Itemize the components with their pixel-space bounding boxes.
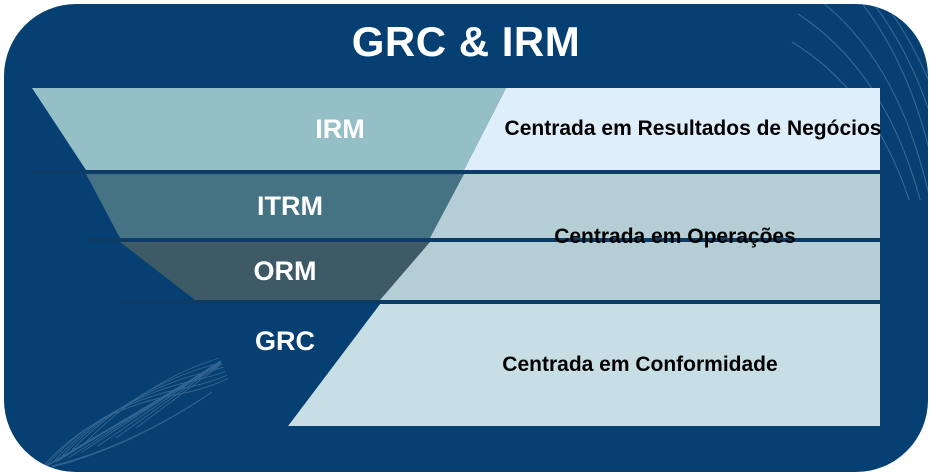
divider-itrm-orm xyxy=(86,238,880,242)
pyramid-tier-itrm xyxy=(86,174,464,238)
description-panel-results xyxy=(464,88,880,170)
pyramid-tier-grc xyxy=(195,304,380,426)
description-panel-compliance xyxy=(288,304,880,426)
divider-irm-itrm xyxy=(32,170,880,174)
description-panel-operations xyxy=(380,174,880,300)
pyramid-tier-irm xyxy=(32,88,506,170)
divider-orm-grc xyxy=(120,300,880,304)
pyramid-tier-orm xyxy=(120,242,430,300)
